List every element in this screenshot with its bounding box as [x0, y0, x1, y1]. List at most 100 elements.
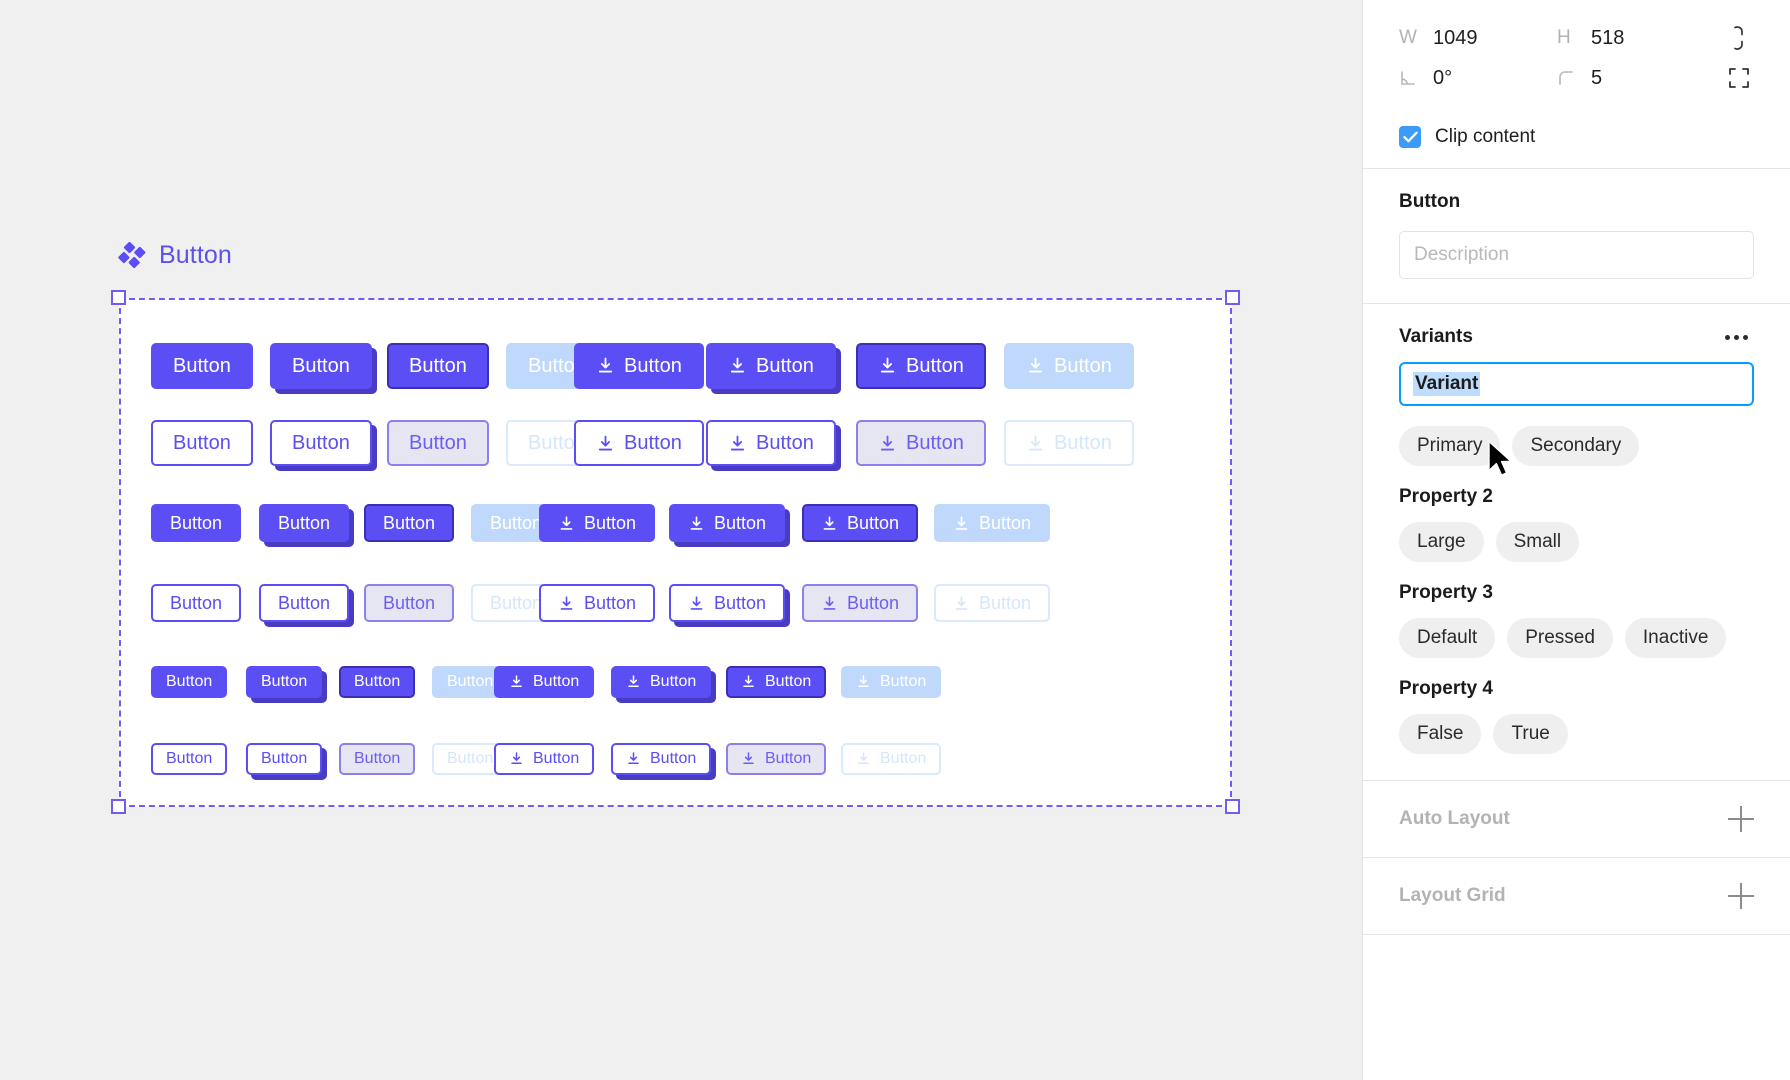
variant-cell: Button — [151, 665, 246, 698]
button-secondary-large-pressed[interactable]: Button — [387, 420, 489, 466]
height-label: H — [1557, 27, 1571, 48]
chip-large[interactable]: Large — [1399, 522, 1484, 562]
button-secondary-medium-default[interactable]: Button — [151, 584, 242, 622]
variant-cell: Button — [611, 742, 726, 775]
button-primary-small-icon-inactive[interactable]: Button — [841, 665, 942, 698]
add-auto-layout-icon[interactable] — [1728, 806, 1754, 832]
corner-radius-field[interactable]: 5 — [1557, 67, 1715, 90]
download-icon — [1026, 356, 1045, 375]
property1-name-input[interactable]: Variant — [1399, 362, 1754, 406]
button-primary-small-default[interactable]: Button — [151, 665, 228, 698]
button-secondary-large-icon-pressed-shadow[interactable]: Button — [706, 420, 836, 466]
chip-true[interactable]: True — [1493, 714, 1568, 754]
variant-cell: Button — [151, 742, 246, 775]
button-primary-medium-icon-pressed-shadow[interactable]: Button — [669, 504, 786, 542]
component-set-name: Button — [159, 241, 232, 269]
variant-cell: Button — [574, 342, 706, 389]
chip-secondary[interactable]: Secondary — [1512, 426, 1640, 466]
button-primary-large-icon-pressed[interactable]: Button — [856, 342, 986, 389]
button-primary-medium-icon-default[interactable]: Button — [539, 504, 656, 542]
button-primary-medium-pressed[interactable]: Button — [364, 504, 455, 542]
clip-content-row[interactable]: Clip content — [1363, 118, 1790, 168]
chip-small[interactable]: Small — [1495, 522, 1580, 562]
download-icon — [856, 674, 871, 689]
chip-pressed[interactable]: Pressed — [1507, 618, 1613, 658]
component-set-title[interactable]: Button — [118, 241, 232, 270]
button-primary-large-icon-inactive[interactable]: Button — [1004, 342, 1134, 389]
button-secondary-large-icon-inactive[interactable]: Button — [1004, 420, 1134, 466]
button-primary-large-pressed-shadow[interactable]: Button — [270, 342, 372, 389]
variant-cell: Button — [387, 420, 506, 466]
selection-handle-bottom-right[interactable] — [1225, 799, 1240, 814]
button-secondary-small-pressed-shadow[interactable]: Button — [246, 742, 323, 775]
button-secondary-medium-icon-pressed[interactable]: Button — [802, 584, 919, 622]
button-secondary-large-pressed-shadow[interactable]: Button — [270, 420, 372, 466]
corner-radius-icon — [1557, 69, 1591, 87]
button-secondary-small-icon-pressed[interactable]: Button — [726, 742, 827, 775]
button-label: Button — [1054, 432, 1112, 454]
variant-cell: Button — [669, 584, 802, 622]
button-secondary-small-icon-default[interactable]: Button — [494, 742, 595, 775]
variant-cell: Button — [246, 742, 339, 775]
button-secondary-medium-icon-inactive[interactable]: Button — [934, 584, 1051, 622]
button-primary-large-icon-default[interactable]: Button — [574, 342, 704, 389]
button-primary-small-pressed-shadow[interactable]: Button — [246, 665, 323, 698]
clip-content-checkbox[interactable] — [1399, 126, 1421, 148]
button-primary-medium-icon-pressed[interactable]: Button — [802, 504, 919, 542]
button-secondary-large-icon-pressed[interactable]: Button — [856, 420, 986, 466]
button-secondary-small-icon-inactive[interactable]: Button — [841, 742, 942, 775]
variant-cell: Button — [726, 665, 841, 698]
button-secondary-medium-icon-pressed-shadow[interactable]: Button — [669, 584, 786, 622]
button-primary-small-icon-pressed-shadow[interactable]: Button — [611, 665, 712, 698]
button-primary-medium-default[interactable]: Button — [151, 504, 242, 542]
button-label: Button — [278, 593, 331, 613]
width-field[interactable]: W 1049 — [1399, 27, 1557, 50]
button-secondary-small-default[interactable]: Button — [151, 742, 228, 775]
button-label: Button — [383, 593, 436, 613]
independent-corners-icon[interactable] — [1724, 63, 1754, 93]
rotation-icon — [1399, 69, 1433, 87]
button-secondary-small-pressed[interactable]: Button — [339, 742, 416, 775]
rotation-field[interactable]: 0° — [1399, 67, 1557, 90]
variant-cell: Button — [494, 665, 611, 698]
selection-handle-top-right[interactable] — [1225, 290, 1240, 305]
button-secondary-large-icon-default[interactable]: Button — [574, 420, 704, 466]
chip-primary[interactable]: Primary — [1399, 426, 1501, 466]
button-primary-large-icon-pressed-shadow[interactable]: Button — [706, 342, 836, 389]
button-label: Button — [584, 513, 637, 533]
button-label: Button — [166, 749, 213, 767]
variant-cell: Button — [270, 342, 387, 389]
button-primary-medium-icon-inactive[interactable]: Button — [934, 504, 1051, 542]
constrain-proportions-icon[interactable] — [1724, 23, 1754, 53]
variants-section: Variants Variant Primary Secondary Prope… — [1363, 304, 1790, 781]
button-secondary-small-icon-pressed-shadow[interactable]: Button — [611, 742, 712, 775]
button-secondary-medium-icon-default[interactable]: Button — [539, 584, 656, 622]
rotation-value: 0° — [1433, 66, 1453, 89]
chip-inactive[interactable]: Inactive — [1624, 618, 1727, 658]
canvas[interactable]: Button Button Button Button — [0, 0, 1362, 1080]
variant-row: Button Button Button Button — [151, 483, 1232, 563]
button-label: Button — [714, 593, 767, 613]
button-primary-large-default[interactable]: Button — [151, 342, 253, 389]
button-secondary-medium-pressed-shadow[interactable]: Button — [259, 584, 350, 622]
button-primary-medium-pressed-shadow[interactable]: Button — [259, 504, 350, 542]
chip-false[interactable]: False — [1399, 714, 1482, 754]
description-input[interactable]: Description — [1399, 231, 1754, 279]
download-icon — [626, 674, 641, 689]
height-field[interactable]: H 518 — [1557, 27, 1715, 50]
button-primary-large-pressed[interactable]: Button — [387, 342, 489, 389]
add-layout-grid-icon[interactable] — [1728, 883, 1754, 909]
button-secondary-large-default[interactable]: Button — [151, 420, 253, 466]
download-icon — [953, 595, 970, 612]
button-primary-small-icon-pressed[interactable]: Button — [726, 665, 827, 698]
more-options-icon[interactable] — [1719, 329, 1754, 346]
button-primary-small-icon-default[interactable]: Button — [494, 665, 595, 698]
button-secondary-medium-pressed[interactable]: Button — [364, 584, 455, 622]
button-label: Button — [1054, 354, 1112, 377]
download-icon — [878, 356, 897, 375]
chip-default[interactable]: Default — [1399, 618, 1496, 658]
variant-cell: Button — [934, 584, 1084, 622]
selection-handle-bottom-left[interactable] — [111, 799, 126, 814]
selection-handle-top-left[interactable] — [111, 290, 126, 305]
button-primary-small-pressed[interactable]: Button — [339, 665, 416, 698]
